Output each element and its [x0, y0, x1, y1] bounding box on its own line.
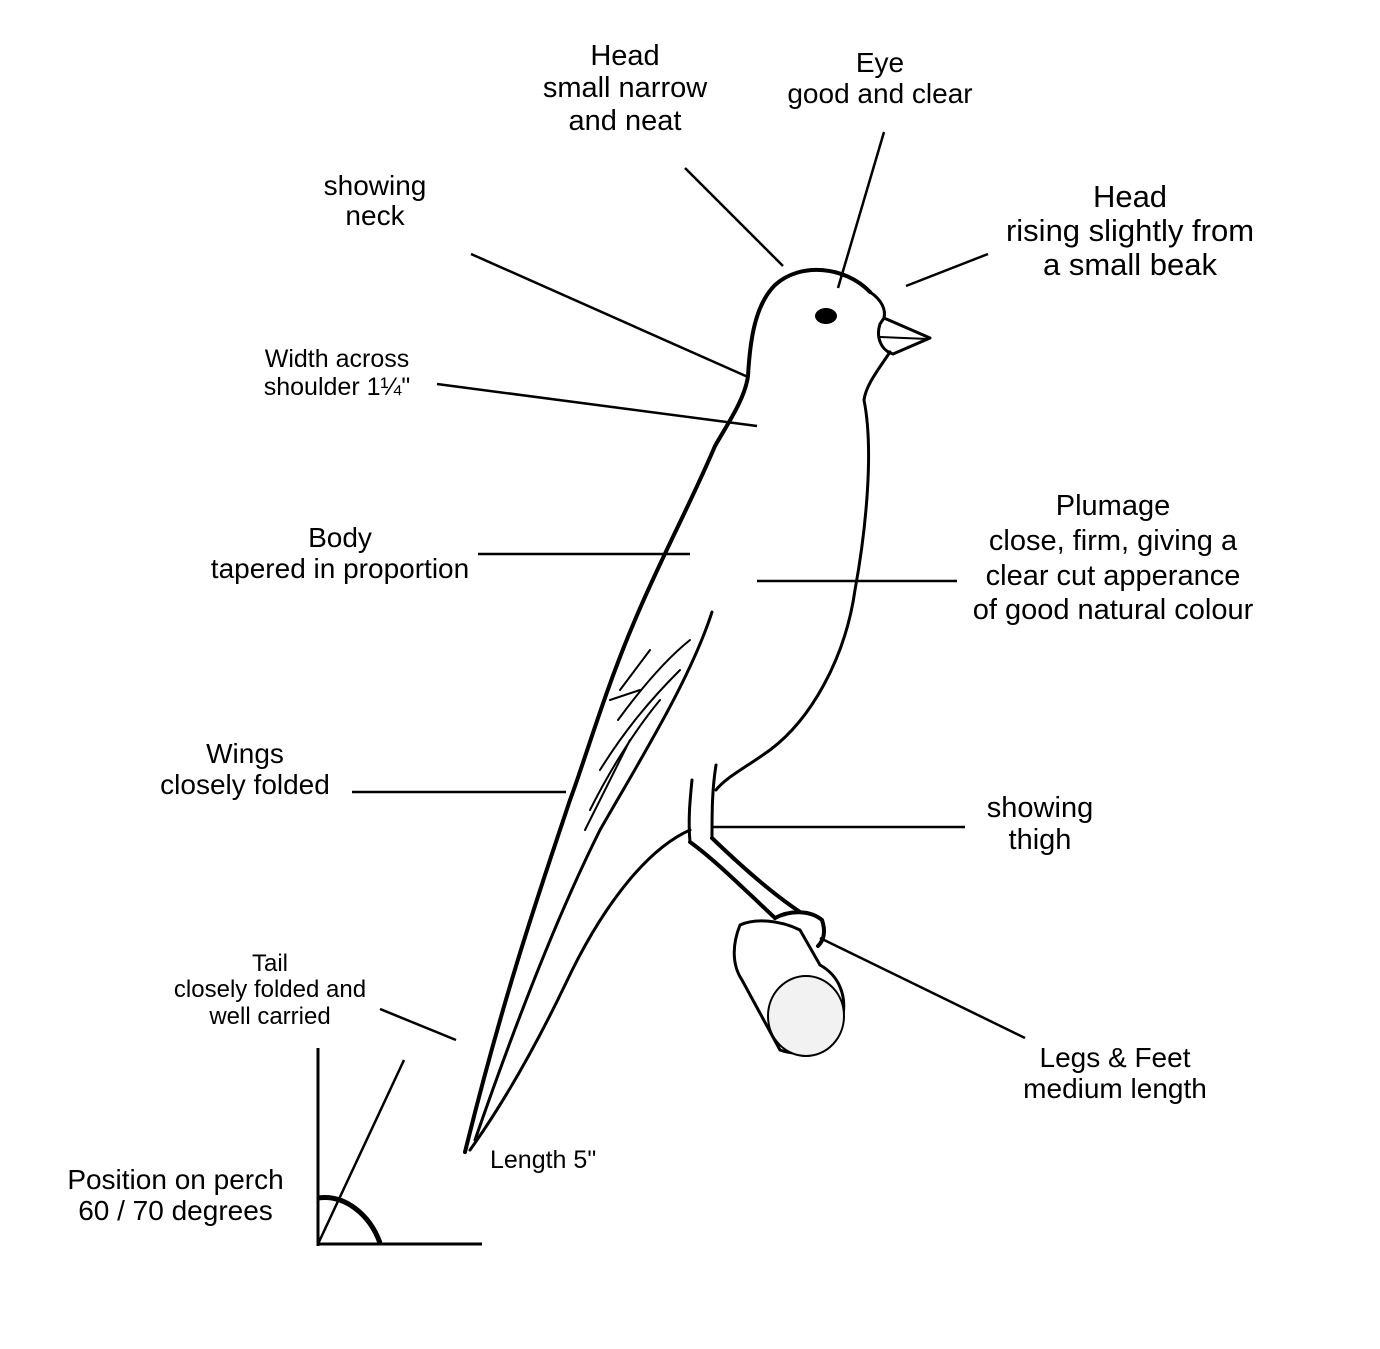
bird-belly-to-tail	[468, 828, 692, 1152]
bird-head-front	[868, 290, 886, 320]
label-body: Body tapered in proportion	[210, 522, 470, 585]
label-tail: Tail closely folded and well carried	[173, 950, 367, 1030]
perch-angle-indicator	[316, 1048, 482, 1246]
label-wings: Wings closely folded	[160, 738, 330, 801]
label-neck: showing neck	[323, 170, 427, 232]
label-head-top: Head small narrow and neat	[542, 40, 708, 137]
label-shoulder: Width across shoulder 1¼"	[263, 345, 411, 401]
wing-feathers	[584, 639, 691, 831]
beak	[877, 316, 932, 356]
label-length: Length 5"	[490, 1146, 597, 1174]
label-plumage: Plumage close, firm, giving a clear cut …	[972, 490, 1254, 627]
label-head-right: Head rising slightly from a small beak	[1005, 179, 1255, 283]
label-position-on-perch: Position on perch 60 / 70 degrees	[67, 1164, 284, 1227]
bird-breast-outline	[714, 350, 892, 792]
wing-edge	[473, 610, 714, 1142]
leg	[688, 836, 802, 920]
eye-icon	[815, 308, 837, 324]
label-legs-feet: Legs & Feet medium length	[1023, 1042, 1207, 1105]
bird-back-outline	[463, 267, 872, 1154]
label-eye: Eye good and clear	[787, 47, 973, 109]
leader-lines	[352, 131, 1026, 1042]
label-thigh: showing thigh	[986, 792, 1094, 856]
perch	[732, 919, 846, 1057]
thigh	[687, 763, 718, 844]
